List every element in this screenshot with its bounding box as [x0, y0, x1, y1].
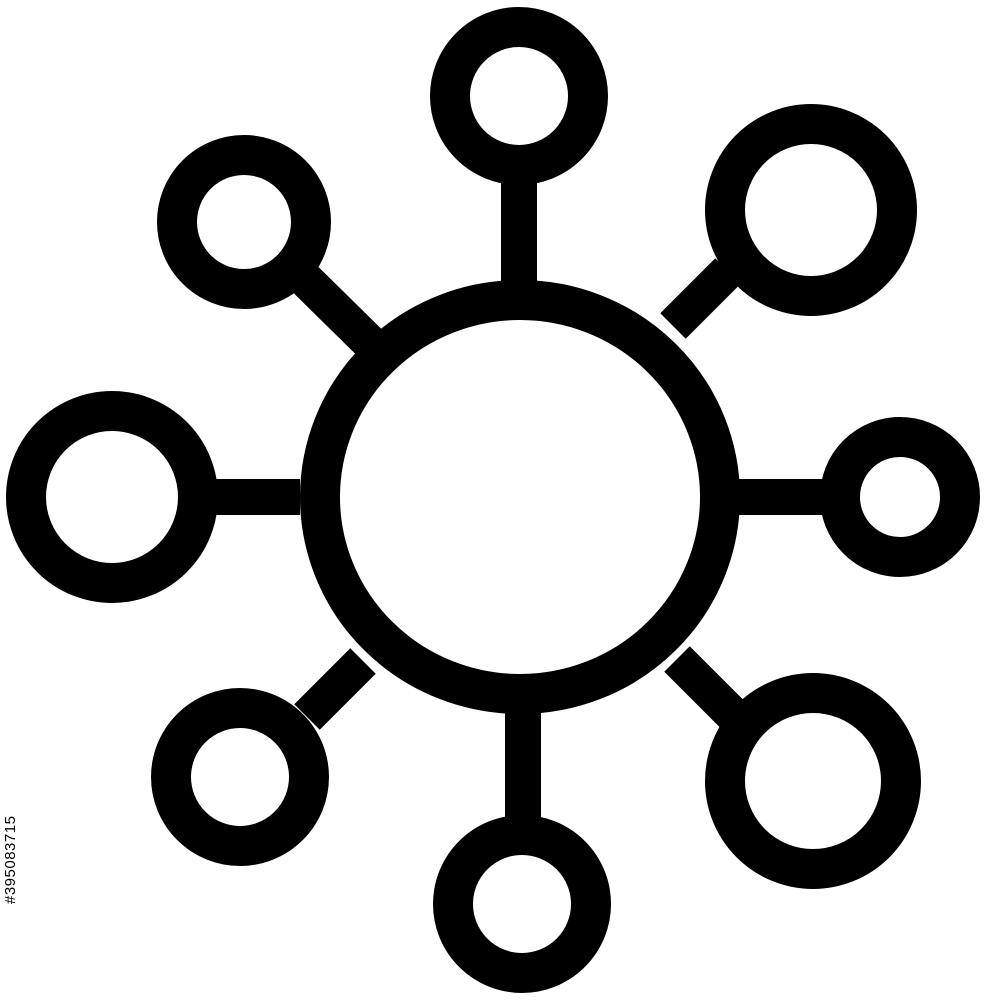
node-bottom-left: [151, 688, 329, 866]
node-left: [6, 391, 218, 603]
node-right: [820, 417, 980, 577]
spoke-top-right: [660, 258, 741, 339]
spoke-bottom-right: [664, 646, 749, 731]
spoke-bottom-left: [294, 648, 376, 730]
spoke-top-left: [293, 267, 383, 356]
side-caption: #395083715: [2, 815, 19, 905]
node-bottom-right: [705, 673, 921, 889]
hub-circle: [300, 280, 740, 714]
node-bottom: [433, 815, 611, 993]
node-top: [430, 7, 608, 185]
node-top-right: [705, 104, 917, 316]
node-top-left: [157, 135, 331, 309]
